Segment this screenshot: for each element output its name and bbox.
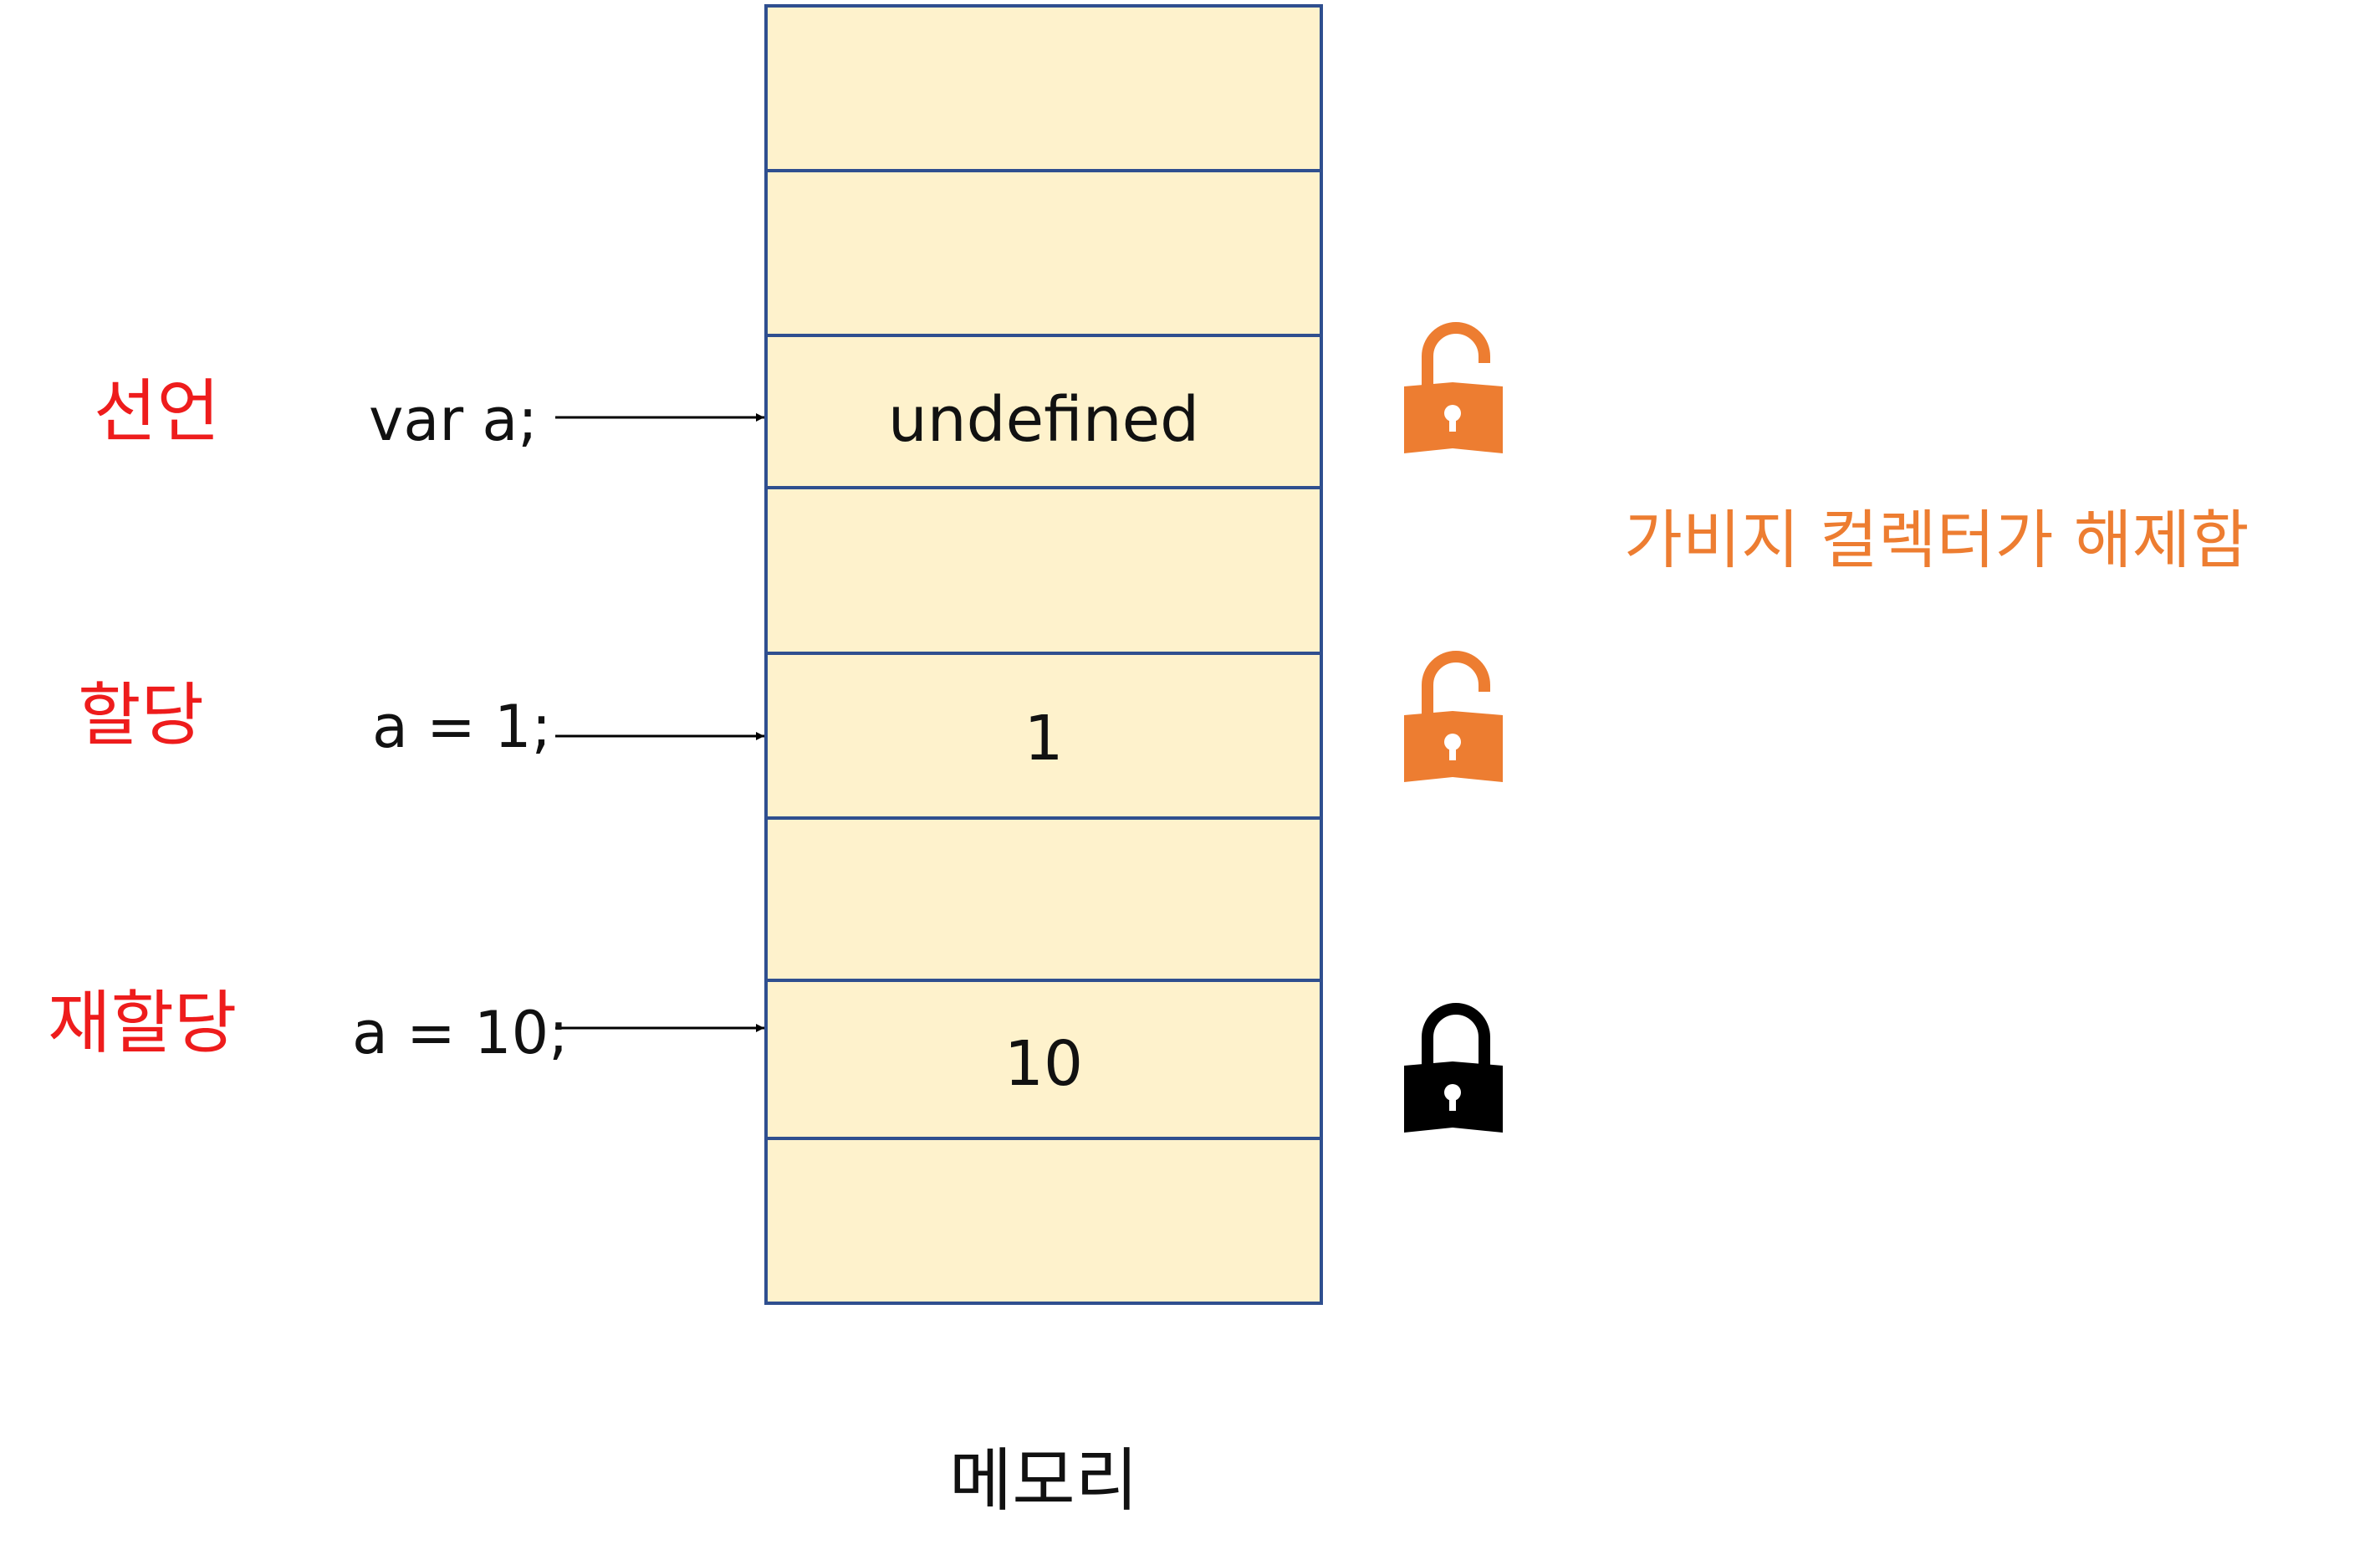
memory-cell-3 xyxy=(764,486,1323,655)
locked-lock-icon xyxy=(1404,1003,1503,1133)
pointer-arrows xyxy=(555,413,764,1032)
garbage-collector-note: 가비지 컬렉터가 해제함 xyxy=(1624,503,2250,577)
memory-cell-2 xyxy=(764,334,1323,489)
memory-cell-1 xyxy=(764,169,1323,337)
code-reassign: a = 10; xyxy=(352,999,569,1067)
memory-cell-6 xyxy=(764,979,1323,1140)
unlocked-lock-icon xyxy=(1404,322,1503,453)
cell-value-10: 10 xyxy=(1004,1028,1084,1100)
unlocked-lock-icon xyxy=(1404,651,1503,782)
memory-cells xyxy=(764,4,1323,1305)
memory-cell-0 xyxy=(764,4,1323,172)
memory-cell-4 xyxy=(764,652,1323,820)
memory-caption: 메모리 xyxy=(948,1441,1139,1521)
phase-label-declare: 선언 xyxy=(94,372,220,452)
memory-cell-5 xyxy=(764,816,1323,982)
phase-label-assign: 할당 xyxy=(78,676,204,755)
memory-cell-7 xyxy=(764,1137,1323,1305)
phase-label-reassign: 재할당 xyxy=(48,984,237,1063)
code-declare: var a; xyxy=(369,386,538,454)
lock-icons xyxy=(1404,322,1503,1133)
code-assign: a = 1; xyxy=(372,693,552,761)
cell-value-undefined: undefined xyxy=(887,384,1200,456)
cell-value-1: 1 xyxy=(1024,703,1064,775)
